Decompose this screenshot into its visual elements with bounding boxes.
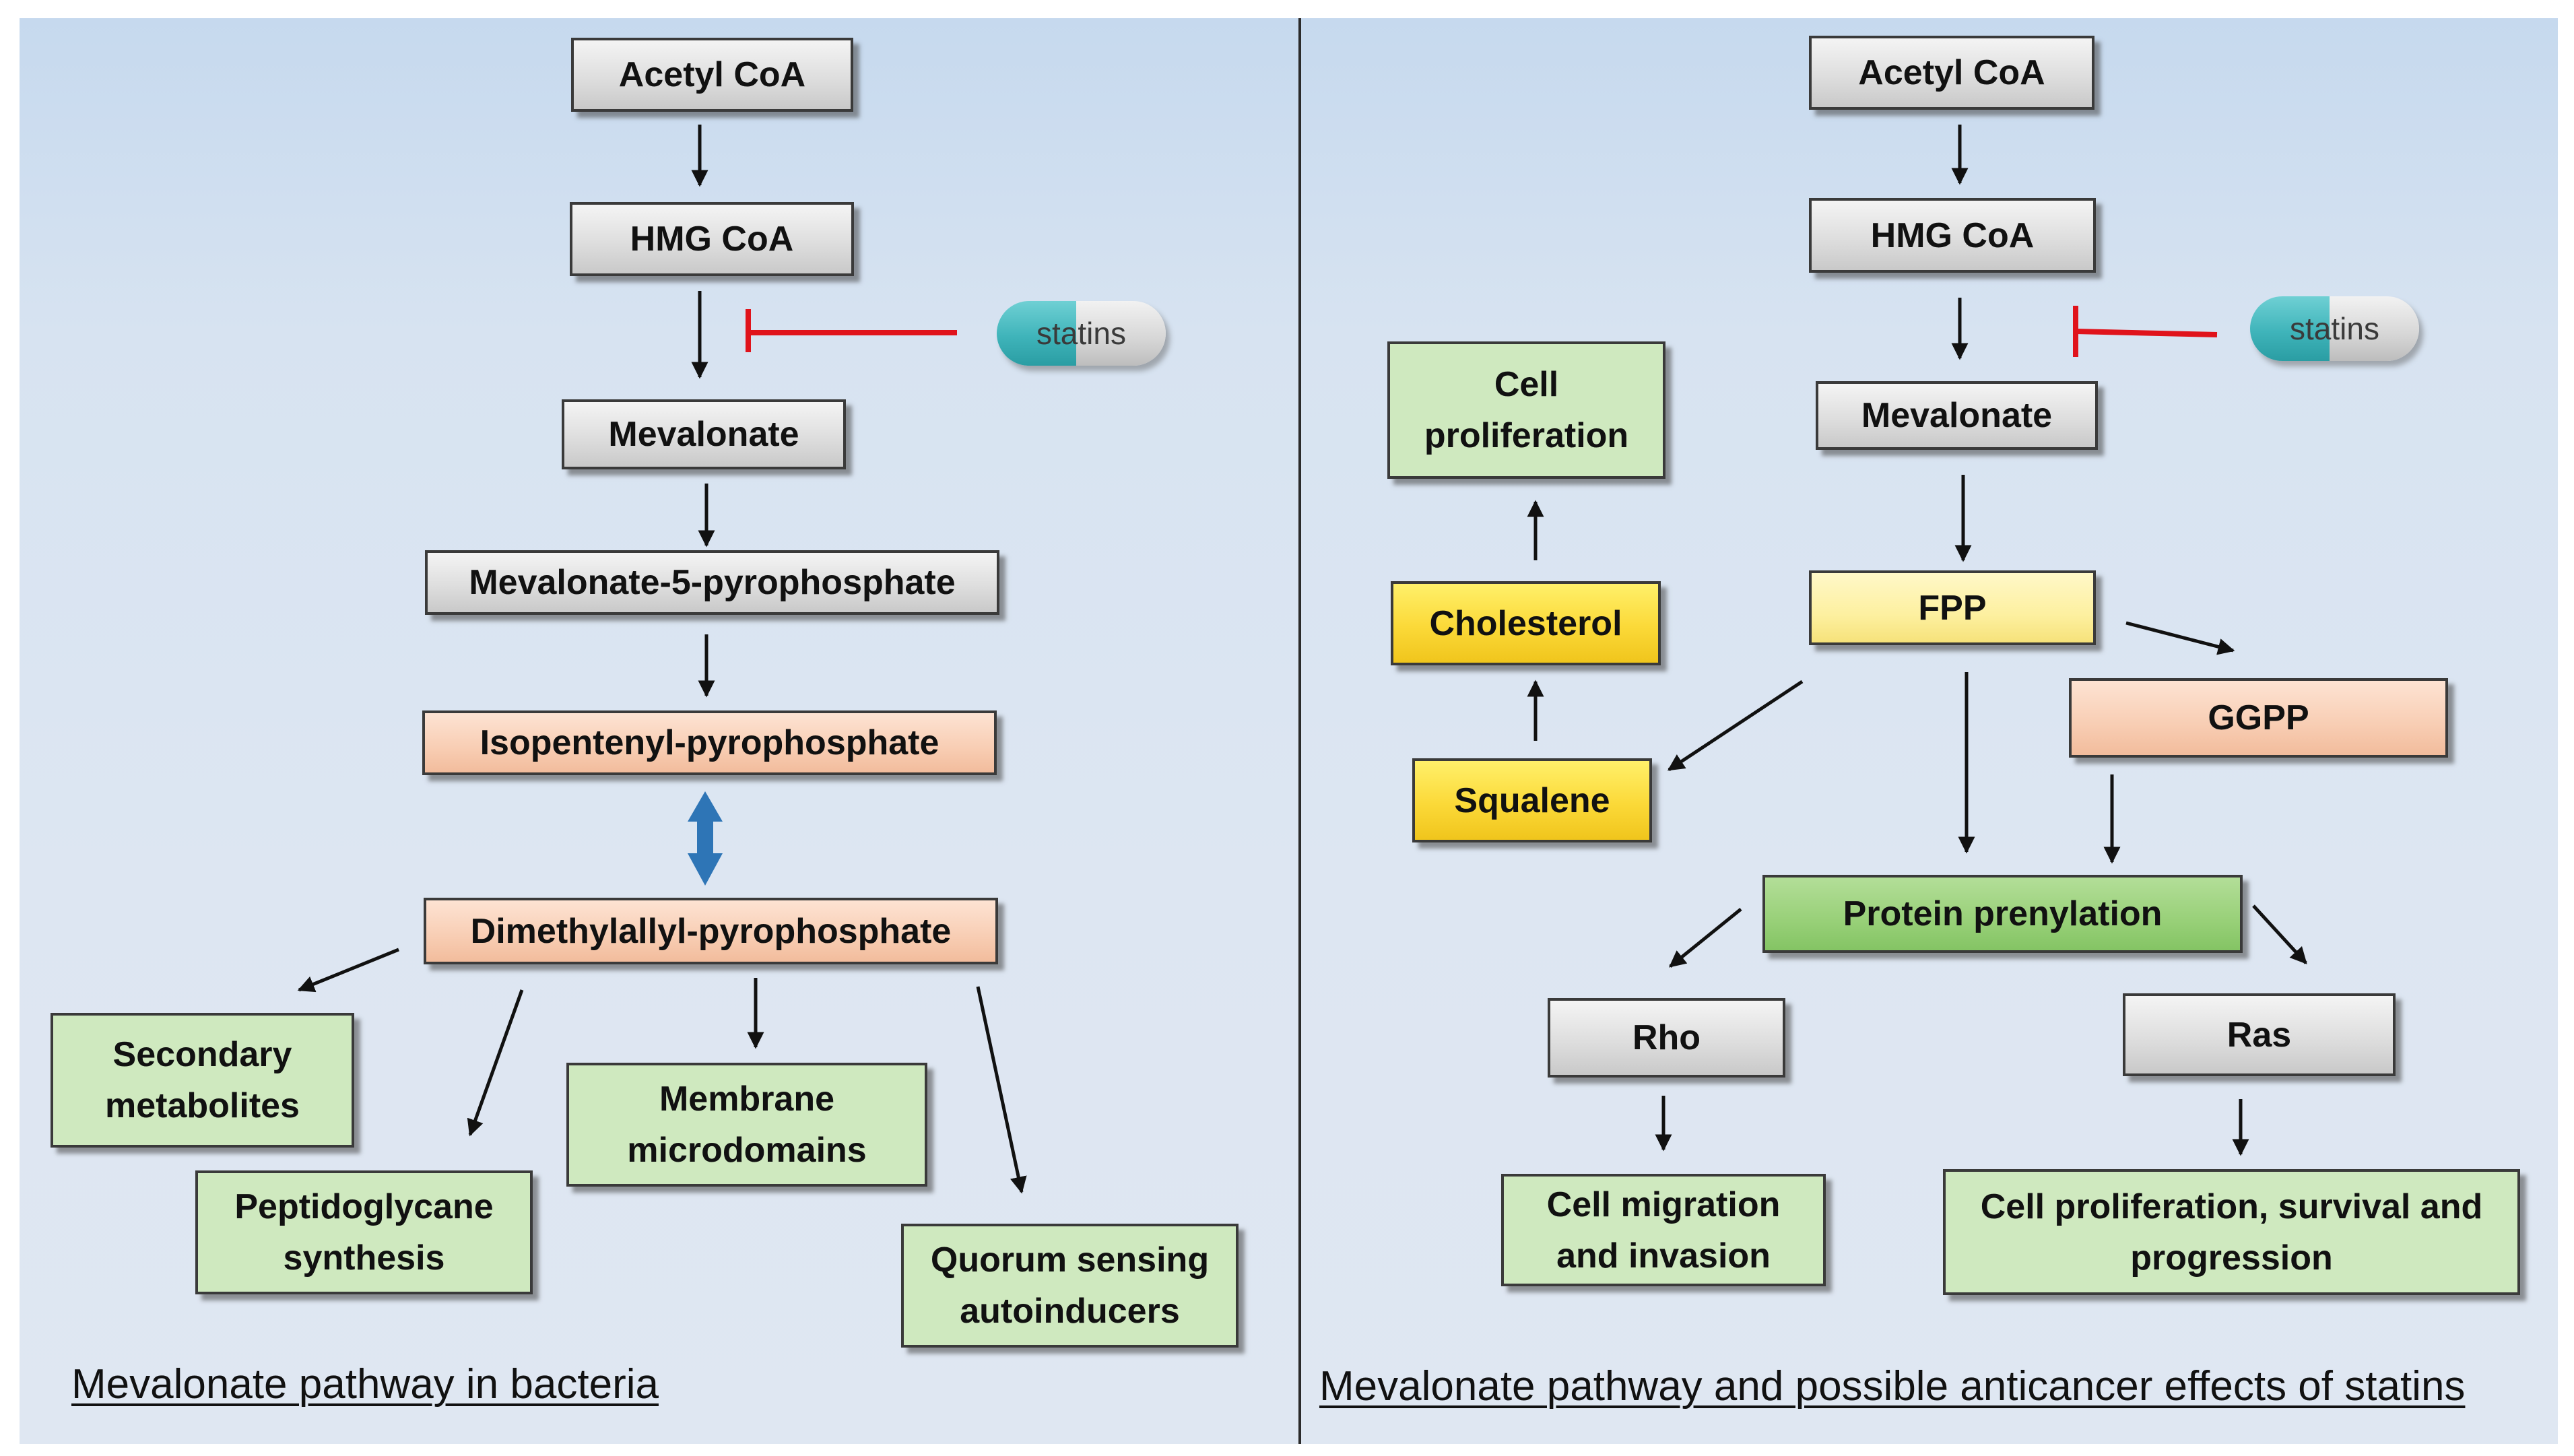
arrow-dmapp-to-peptidoglycane [467, 989, 524, 1137]
statin-pill-icon-left: statins [997, 301, 1166, 366]
node-secondary-metabolites: Secondary metabolites [51, 1013, 354, 1148]
node-fpp: FPP [1809, 570, 2096, 645]
node-mevalonate-right: Mevalonate [1816, 381, 2098, 450]
arrow-dmapp-to-quorum [976, 986, 1027, 1194]
statins-label-left: statins [1036, 316, 1126, 351]
inhibition-bar-icon-left [746, 309, 957, 352]
arrow-dmapp-to-secondary [297, 948, 399, 993]
node-hmg-coa-right: HMG CoA [1809, 198, 2096, 273]
node-isopentenyl-pyrophosphate: Isopentenyl-pyrophosphate [422, 710, 997, 775]
caption-right: Mevalonate pathway and possible anticanc… [1319, 1363, 2466, 1410]
node-acetyl-coa-right: Acetyl CoA [1809, 36, 2094, 110]
node-squalene: Squalene [1412, 758, 1652, 842]
arrow-fpp-to-squalene [1667, 680, 1804, 772]
node-cholesterol: Cholesterol [1391, 581, 1661, 665]
node-cell-proliferation-survival-progression: Cell proliferation, survival and progres… [1943, 1169, 2520, 1295]
arrow-fpp-to-ggpp [2125, 621, 2235, 655]
node-membrane-microdomains: Membrane microdomains [566, 1063, 927, 1187]
statins-label-right: statins [2290, 311, 2379, 346]
node-acetyl-coa-left: Acetyl CoA [571, 38, 853, 112]
statin-pill-icon-right: statins [2250, 296, 2419, 361]
panel-divider [1298, 18, 1301, 1444]
node-mevalonate-5-pyrophosphate: Mevalonate-5-pyrophosphate [425, 550, 999, 615]
node-hmg-coa-left: HMG CoA [570, 202, 854, 276]
node-ras: Ras [2123, 993, 2396, 1076]
inhibition-bar-icon-right [2073, 306, 2218, 357]
node-rho: Rho [1548, 998, 1785, 1078]
node-cell-migration-invasion: Cell migration and invasion [1501, 1174, 1826, 1286]
node-protein-prenylation: Protein prenylation [1762, 875, 2243, 953]
node-cell-proliferation: Cell proliferation [1387, 341, 1665, 479]
node-dimethylallyl-pyrophosphate: Dimethylallyl-pyrophosphate [424, 898, 998, 964]
node-peptidoglycane-synthesis: Peptidoglycane synthesis [195, 1170, 533, 1294]
arrow-prenylation-to-ras [2252, 904, 2307, 964]
caption-left: Mevalonate pathway in bacteria [71, 1361, 659, 1408]
node-quorum-sensing-autoinducers: Quorum sensing autoinducers [901, 1224, 1239, 1348]
node-ggpp: GGPP [2069, 678, 2448, 758]
node-mevalonate-left: Mevalonate [562, 399, 846, 469]
double-headed-arrow-icon [688, 791, 723, 886]
arrow-prenylation-to-rho [1669, 908, 1742, 968]
